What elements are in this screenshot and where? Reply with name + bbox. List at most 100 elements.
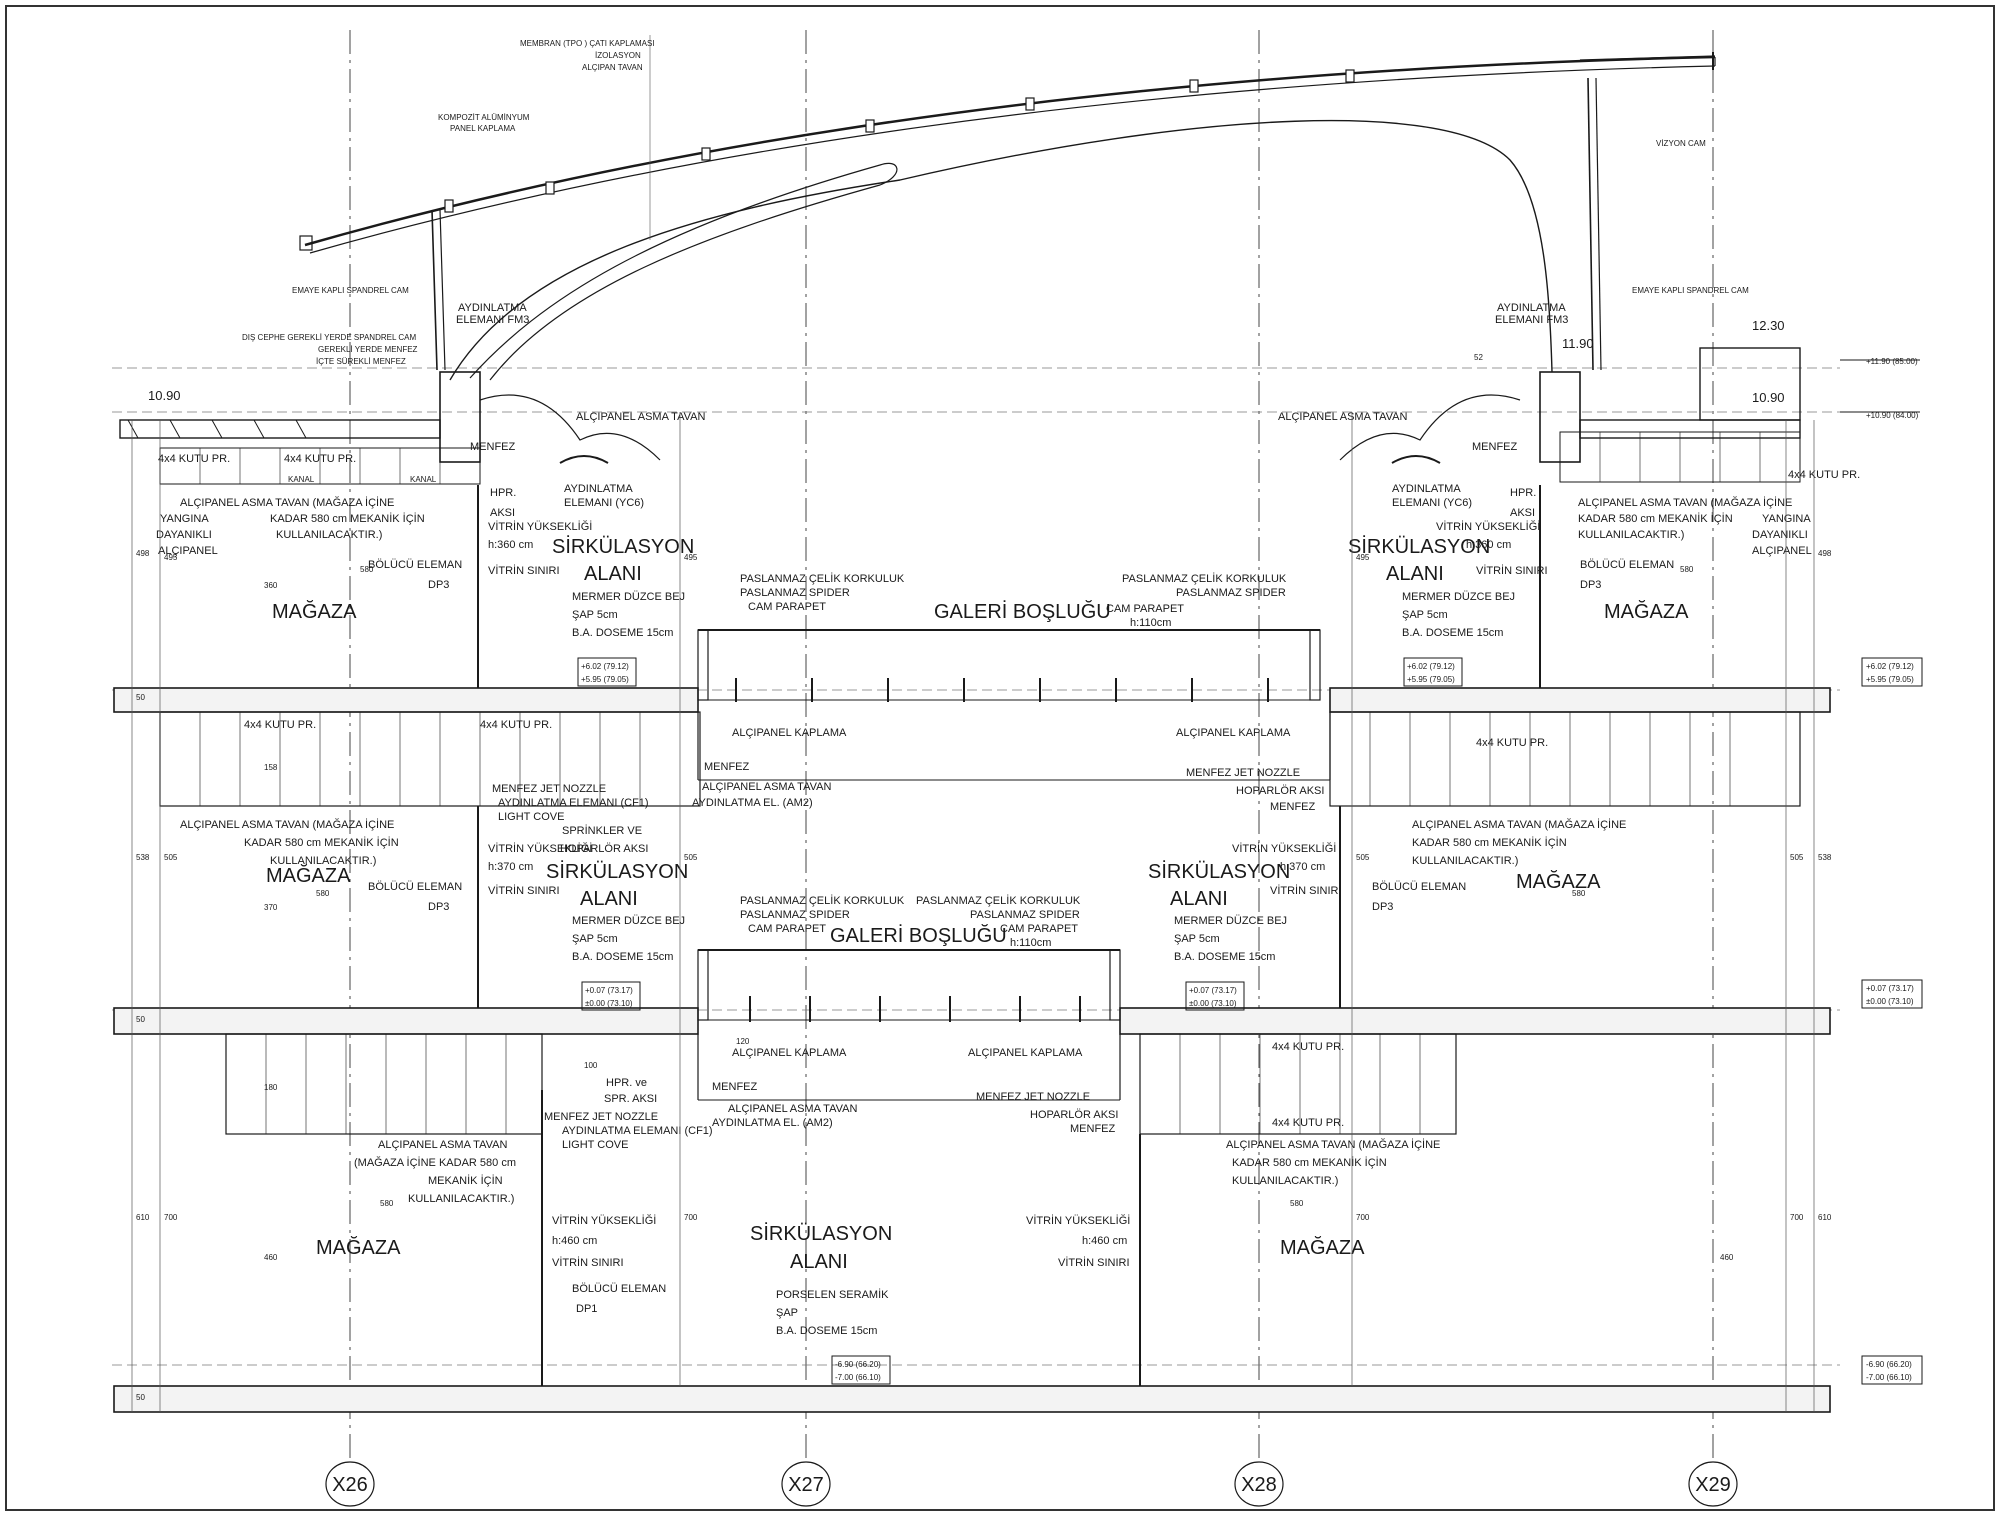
dimension-lines xyxy=(131,412,1815,1412)
level-1-annotations: 4x4 KUTU PR. 4x4 KUTU PR. 4x4 KUTU PR. A… xyxy=(180,719,1626,963)
dim-52-top: 52 xyxy=(1474,353,1483,362)
dim-700-right: 700 xyxy=(1790,1213,1804,1222)
railing-l2-left-2: PASLANMAZ SPIDER xyxy=(740,587,850,599)
membrane-label-2: İZOLASYON xyxy=(595,51,641,60)
h460-g-right: h:460 cm xyxy=(1082,1235,1127,1247)
roof-purlins xyxy=(444,69,1355,213)
dim-538-left: 538 xyxy=(136,853,150,862)
shop-ceiling-l1-right-3: KULLANILACAKTIR.) xyxy=(1412,855,1518,867)
floor-build-g-3: B.A. DOSEME 15cm xyxy=(776,1325,877,1337)
room-circ-l2-right-2: ALANI xyxy=(1386,563,1444,585)
storefront-height-l1-left: VİTRİN YÜKSEKLİĞİ xyxy=(488,842,592,855)
dim-460-left: 460 xyxy=(264,1253,278,1262)
level-tag-mid-roof: 11.90 xyxy=(1562,336,1594,351)
box-l1-left-1: 4x4 KUTU PR. xyxy=(244,719,316,731)
dim-498-left: 498 xyxy=(136,549,150,558)
room-circ-l1-right-1: SİRKÜLASYON xyxy=(1148,860,1290,883)
divider-top-right: BÖLÜCÜ ELEMAN xyxy=(1580,559,1674,571)
sprinkler-l1-1: SPRİNKLER VE xyxy=(562,824,642,837)
shop-ceiling-g-left-1: ALÇIPANEL ASMA TAVAN xyxy=(378,1139,507,1151)
grid-bubble-x27 xyxy=(781,1461,831,1507)
dim-700-mid-left: 700 xyxy=(684,1213,698,1222)
level-l2-right-a: +6.02 (79.12) xyxy=(1407,662,1455,671)
right-tag-4a: +0.07 (73.17) xyxy=(1866,984,1914,993)
floor-build-l1-left-2: ŞAP 5cm xyxy=(572,933,618,945)
hpr-label-top-left-2: AKSI xyxy=(490,507,515,519)
dim-460-right: 460 xyxy=(1720,1253,1734,1262)
shop-ceiling-l1-left-3: KULLANILACAKTIR.) xyxy=(270,855,376,867)
shop-ceiling-top-left-3: KULLANILACAKTIR.) xyxy=(276,529,382,541)
storefront-limit-g-right: VİTRİN SINIRI xyxy=(1058,1256,1130,1269)
room-circ-l1-left-2: ALANI xyxy=(580,888,638,910)
level-2-annotations: MAĞAZA MAĞAZA SİRKÜLASYON ALANI SİRKÜLAS… xyxy=(272,535,1689,687)
room-circ-l2-left-2: ALANI xyxy=(584,563,642,585)
room-circ-l2-left-1: SİRKÜLASYON xyxy=(552,535,694,558)
dp1-g-left: DP1 xyxy=(576,1303,597,1315)
shop-ceiling-g-left-4: KULLANILACAKTIR.) xyxy=(408,1193,514,1205)
dim-370-left: 370 xyxy=(264,903,278,912)
room-circ-l1-left-1: SİRKÜLASYON xyxy=(546,860,688,883)
ceiling-l1-left: ALÇIPANEL ASMA TAVAN xyxy=(702,781,831,793)
storefront-limit-top-right: VİTRİN SINIRI xyxy=(1476,564,1548,577)
shop-ceiling-top-right-3: KULLANILACAKTIR.) xyxy=(1578,529,1684,541)
divider-g-left: BÖLÜCÜ ELEMAN xyxy=(572,1283,666,1295)
gypsum-g-left: ALÇIPANEL KAPLAMA xyxy=(732,1047,847,1059)
grid-bubble-x28 xyxy=(1234,1461,1284,1507)
railing-l1-left-1: PASLANMAZ ÇELİK KORKULUK xyxy=(740,894,905,907)
railing-l2-right-4: h:110cm xyxy=(1130,617,1171,629)
shop-ceiling-top-left-1: ALÇIPANEL ASMA TAVAN (MAĞAZA İÇİNE xyxy=(180,496,394,509)
right-tag-3b: +5.95 (79.05) xyxy=(1866,675,1914,684)
divider-l1-left: BÖLÜCÜ ELEMAN xyxy=(368,881,462,893)
dim-50-left-2: 50 xyxy=(136,1015,145,1024)
dp3-l1-left: DP3 xyxy=(428,901,449,913)
jet-l1-right: MENFEZ JET NOZZLE xyxy=(1186,767,1300,779)
am2-l1-left: AYDINLATMA EL. (AM2) xyxy=(692,797,813,809)
gypsum-g-right: ALÇIPANEL KAPLAMA xyxy=(968,1047,1083,1059)
level-box-l1-left xyxy=(581,981,641,1011)
channel-label-2: KANAL xyxy=(410,475,437,484)
jet-g-left: MENFEZ JET NOZZLE xyxy=(544,1111,658,1123)
vent-label-top-left: MENFEZ xyxy=(470,441,516,453)
ceiling-label-top-left: ALÇIPANEL ASMA TAVAN xyxy=(576,411,705,423)
room-gallery-l1: GALERİ BOŞLUĞU xyxy=(830,924,1007,947)
floor-build-g-2: ŞAP xyxy=(776,1307,798,1319)
railing-l1-right-3: CAM PARAPET xyxy=(1000,923,1078,935)
room-circ-l2-right-1: SİRKÜLASYON xyxy=(1348,535,1490,558)
light-fm3-label-right-2: ELEMANI FM3 xyxy=(1495,314,1568,326)
floor-build-g-1: PORSELEN SERAMİK xyxy=(776,1288,889,1301)
slab-level-2 xyxy=(113,687,1831,713)
storefront-limit-l1-left: VİTRİN SINIRI xyxy=(488,884,560,897)
hpr-spr-g-1: HPR. ve xyxy=(606,1077,647,1089)
room-shop-g-left: MAĞAZA xyxy=(316,1236,401,1259)
light-yc6-right-1: AYDINLATMA xyxy=(1392,483,1461,495)
grid-label-x27: X27 xyxy=(788,1474,824,1496)
slab-ground xyxy=(113,1385,1831,1413)
room-circ-l1-right-2: ALANI xyxy=(1170,888,1228,910)
level-l1-right-a: +0.07 (73.17) xyxy=(1189,986,1237,995)
room-gallery-l2: GALERİ BOŞLUĞU xyxy=(934,600,1111,623)
level-l2-left-a: +6.02 (79.12) xyxy=(581,662,629,671)
h460-g-left: h:460 cm xyxy=(552,1235,597,1247)
box-g-right-2: 4x4 KUTU PR. xyxy=(1272,1117,1344,1129)
dim-498-right: 498 xyxy=(1818,549,1832,558)
am2-g-left: AYDINLATMA EL. (AM2) xyxy=(712,1117,833,1129)
membrane-label-3: ALÇIPAN TAVAN xyxy=(582,63,643,72)
cove-l1-left: LIGHT COVE xyxy=(498,811,564,823)
level-l2-left-b: +5.95 (79.05) xyxy=(581,675,629,684)
level-tag-top-right-b: 10.90 xyxy=(1752,390,1785,405)
fire-panel-top-left-2: DAYANIKLI xyxy=(156,529,212,541)
grid-label-x26: X26 xyxy=(332,1474,368,1496)
vent-l1-right: MENFEZ xyxy=(1270,801,1316,813)
facade-label-3: İÇTE SÜREKLİ MENFEZ xyxy=(316,357,406,366)
floor-build-l1-right-2: ŞAP 5cm xyxy=(1174,933,1220,945)
railing-l2-right-3: CAM PARAPET xyxy=(1106,603,1184,615)
dim-505-mid-right: 505 xyxy=(1356,853,1370,862)
dim-505-right: 505 xyxy=(1790,853,1804,862)
right-tag-2: +10.90 (84.00) xyxy=(1866,411,1919,420)
level-l1-right-b: ±0.00 (73.10) xyxy=(1189,999,1237,1008)
storefront-limit-g-left: VİTRİN SINIRI xyxy=(552,1256,624,1269)
fire-panel-top-right-2: DAYANIKLI xyxy=(1752,529,1808,541)
box-l1-right: 4x4 KUTU PR. xyxy=(1476,737,1548,749)
facade-label-2: GEREKLİ YERDE MENFEZ xyxy=(318,345,418,354)
shop-ceiling-g-right-2: KADAR 580 cm MEKANİK İÇİN xyxy=(1232,1156,1387,1169)
